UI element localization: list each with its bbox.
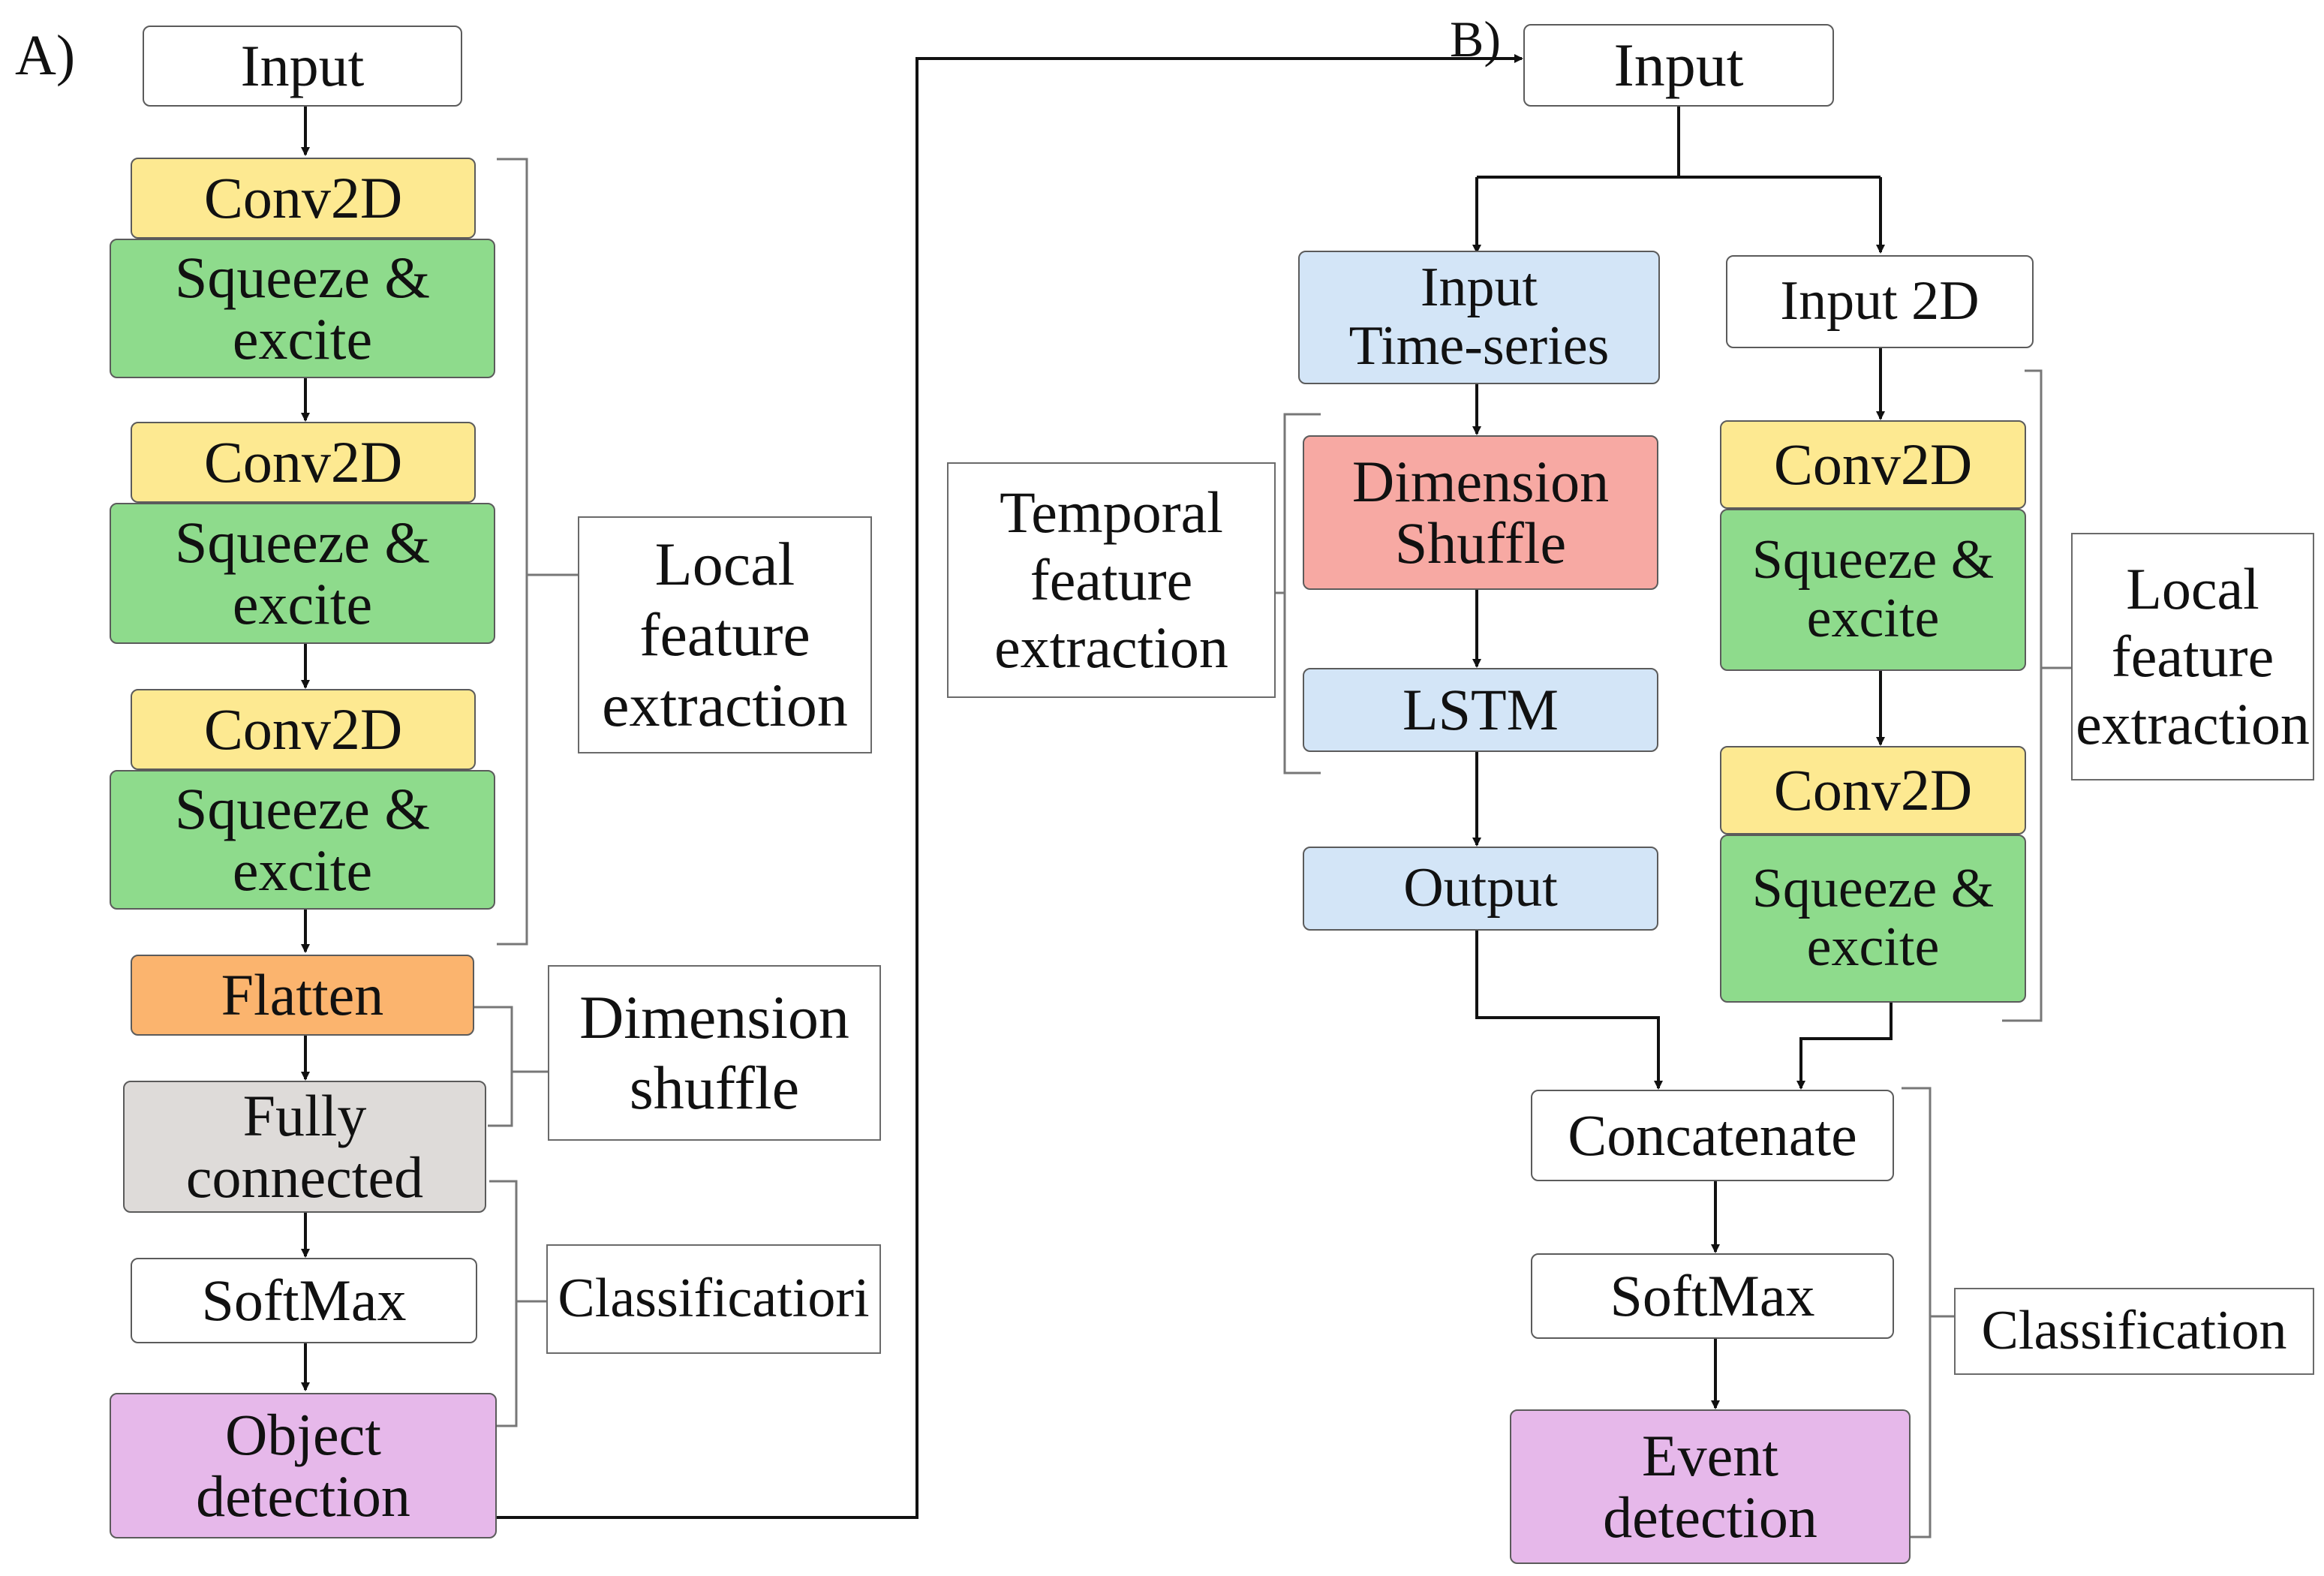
a-object-detection-node: Object detection <box>110 1393 497 1538</box>
b-event-detection-node: Event detection <box>1510 1409 1911 1564</box>
a-input-node: Input <box>143 26 462 107</box>
b-input-node: Input <box>1523 24 1834 107</box>
b-conv2d-node-1: Conv2D <box>1720 420 2026 509</box>
a-conv2d-node-1: Conv2D <box>131 158 476 239</box>
b-output-node: Output <box>1303 847 1658 931</box>
a-local-feature-extraction-label: Local feature extraction <box>578 516 872 753</box>
a-dimension-shuffle-label: Dimension shuffle <box>548 965 881 1141</box>
b-lstm-node: LSTM <box>1303 668 1658 752</box>
panel-b-label: B) <box>1450 11 1501 68</box>
b-concatenate-node: Concatenate <box>1531 1090 1894 1181</box>
b-input-time-series-node: Input Time-series <box>1298 251 1660 384</box>
b-softmax-node: SoftMax <box>1531 1253 1894 1339</box>
b-dimension-shuffle-node: Dimension Shuffle <box>1303 435 1658 590</box>
a-fully-connected-node: Fully connected <box>123 1081 486 1213</box>
a-conv2d-node-3: Conv2D <box>131 689 476 770</box>
b-local-feature-extraction-label: Local feature extraction <box>2071 533 2314 780</box>
b-conv2d-node-2: Conv2D <box>1720 746 2026 835</box>
b-input-2d-node: Input 2D <box>1726 255 2034 348</box>
b-squeeze-excite-node-2: Squeeze & excite <box>1720 835 2026 1003</box>
b-temporal-feature-extraction-label: Temporal feature extraction <box>947 462 1276 698</box>
a-classification-label: Classificatiori <box>546 1244 881 1354</box>
a-softmax-node: SoftMax <box>131 1258 477 1343</box>
a-conv2d-node-2: Conv2D <box>131 422 476 503</box>
panel-a-label: A) <box>15 24 76 87</box>
b-squeeze-excite-node-1: Squeeze & excite <box>1720 509 2026 671</box>
a-flatten-node: Flatten <box>131 955 474 1036</box>
a-squeeze-excite-node-1: Squeeze & excite <box>110 239 495 378</box>
b-classification-label: Classification <box>1954 1288 2314 1375</box>
a-squeeze-excite-node-2: Squeeze & excite <box>110 503 495 644</box>
a-squeeze-excite-node-3: Squeeze & excite <box>110 770 495 910</box>
